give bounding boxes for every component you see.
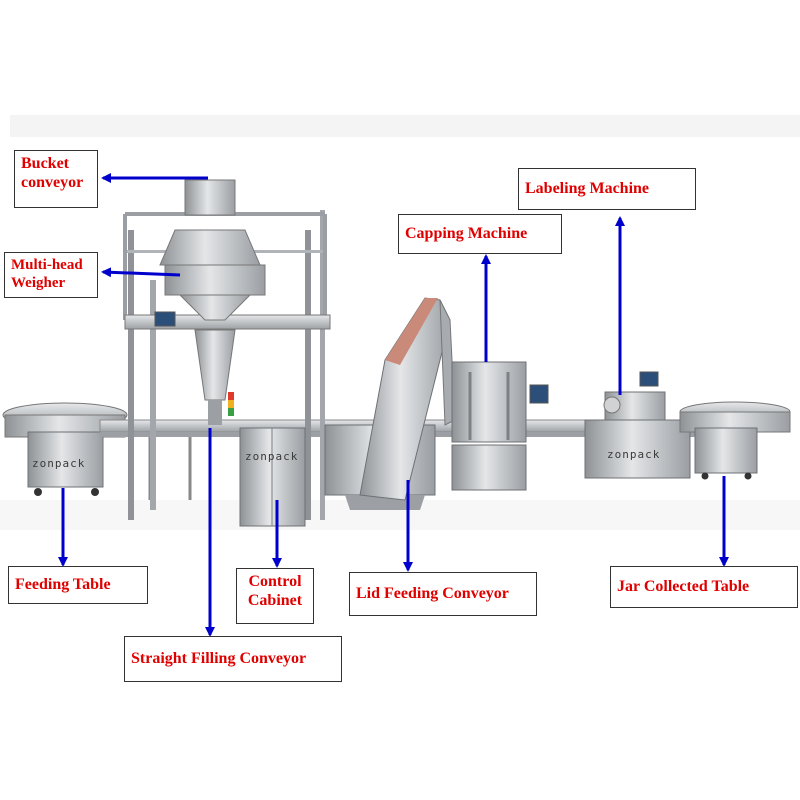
label-control-cabinet-line1: Control <box>248 573 302 590</box>
capping-machine-machine <box>451 361 549 491</box>
label-jar-collected-table-text: Jar Collected Table <box>617 578 750 595</box>
label-capping-machine: Capping Machine <box>398 214 562 254</box>
label-control-cabinet-line2: Cabinet <box>247 592 303 609</box>
label-bucket-conveyor-line2: conveyor <box>21 174 84 191</box>
lid-feeding-conveyor-machine <box>324 297 456 510</box>
label-bucket-conveyor: Bucket conveyor <box>14 150 98 208</box>
label-labeling-machine: Labeling Machine <box>518 168 696 210</box>
label-multi-head-weigher-line1: Multi-head <box>11 257 83 273</box>
label-feeding-table-text: Feeding Table <box>15 576 111 593</box>
label-straight-filling-conveyor: Straight Filling Conveyor <box>124 636 342 682</box>
label-jar-collected-table: Jar Collected Table <box>610 566 798 608</box>
arrow-multi-head-weigher <box>101 267 181 278</box>
weigher-platform-machine <box>123 179 331 520</box>
label-control-cabinet: Control Cabinet <box>236 568 314 624</box>
label-capping-machine-text: Capping Machine <box>405 225 528 242</box>
control-cabinet-brand: zonpack <box>245 450 298 463</box>
label-multi-head-weigher-line2: Weigher <box>11 275 66 291</box>
label-bucket-conveyor-line1: Bucket <box>21 155 69 172</box>
control-cabinet-machine: zonpack <box>239 427 306 527</box>
arrows <box>58 173 729 637</box>
label-straight-filling-conveyor-text: Straight Filling Conveyor <box>131 650 307 667</box>
feeding-table-brand: zonpack <box>32 457 85 470</box>
label-lid-feeding-conveyor: Lid Feeding Conveyor <box>349 572 537 616</box>
jar-collected-table-machine <box>679 401 791 480</box>
labeler-brand: zonpack <box>607 448 660 461</box>
label-lid-feeding-conveyor-text: Lid Feeding Conveyor <box>356 585 509 602</box>
label-labeling-machine-text: Labeling Machine <box>525 180 650 197</box>
labeling-machine-machine: zonpack <box>584 371 691 479</box>
label-feeding-table: Feeding Table <box>8 566 148 604</box>
label-multi-head-weigher: Multi-head Weigher <box>4 252 98 298</box>
feeding-table-machine: zonpack <box>2 402 128 496</box>
